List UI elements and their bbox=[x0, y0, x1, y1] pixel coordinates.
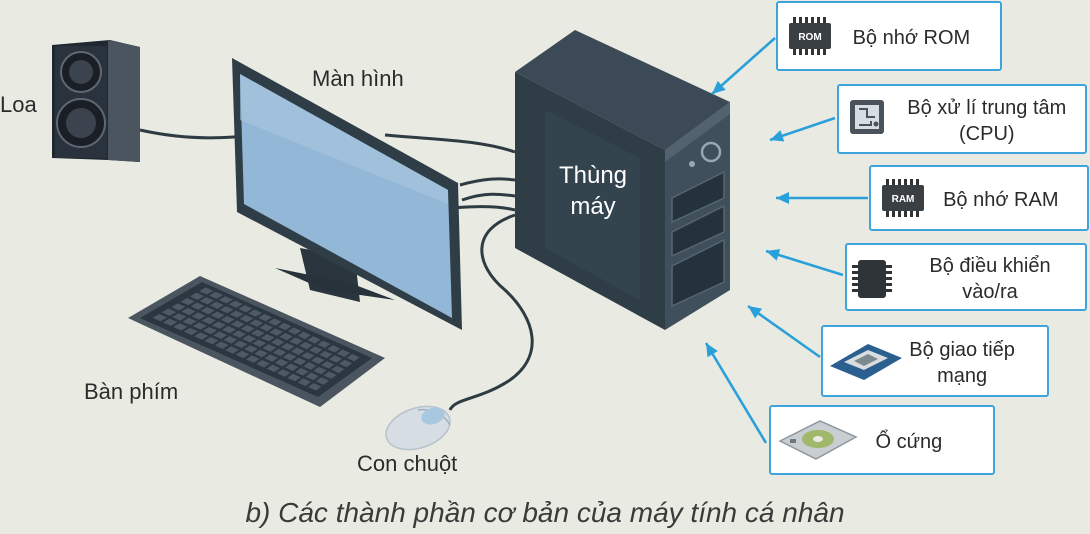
mouse-label: Con chuột bbox=[357, 451, 457, 476]
component-box bbox=[845, 243, 1087, 311]
computer-case bbox=[515, 30, 730, 330]
component-label-line: (CPU) bbox=[959, 123, 1015, 145]
component-label-line: Ổ cứng bbox=[876, 429, 943, 453]
arrow-icon bbox=[704, 342, 768, 444]
ram-chip-icon: RAM bbox=[882, 179, 924, 217]
component-label-line: Bộ điều khiển bbox=[929, 255, 1050, 277]
monitor bbox=[232, 58, 462, 330]
component-box bbox=[837, 84, 1087, 154]
svg-text:RAM: RAM bbox=[892, 194, 915, 205]
speaker bbox=[52, 40, 140, 162]
component-list: ROM Bộ nhớ ROM Bộ xử lí trung tâm (CPU) RAM B… bbox=[704, 1, 1089, 475]
monitor-label: Màn hình bbox=[312, 66, 404, 91]
keyboard bbox=[128, 276, 385, 407]
figure-caption: b) Các thành phần cơ bản của máy tính cá… bbox=[245, 497, 844, 528]
component-ram: RAM Bộ nhớ RAM bbox=[776, 165, 1089, 231]
arrowhead-icon bbox=[770, 130, 785, 142]
arrowhead-icon bbox=[712, 80, 726, 94]
io-controller-chip-icon bbox=[852, 260, 892, 298]
component-label-line: vào/ra bbox=[962, 281, 1018, 303]
arrow-icon bbox=[711, 37, 776, 95]
cpu-chip-icon bbox=[850, 100, 884, 134]
arrow-icon bbox=[765, 249, 844, 277]
arrow-icon bbox=[747, 304, 821, 359]
component-rom: ROM Bộ nhớ ROM bbox=[711, 1, 1002, 95]
component-box bbox=[776, 1, 1002, 71]
rom-chip-icon: ROM bbox=[789, 17, 831, 55]
arrowhead-icon bbox=[706, 343, 718, 358]
component-label-line: mạng bbox=[937, 365, 987, 387]
component-cpu: Bộ xử lí trung tâm (CPU) bbox=[769, 84, 1087, 154]
arrowhead-icon bbox=[766, 249, 781, 261]
svg-text:ROM: ROM bbox=[798, 32, 821, 43]
component-box bbox=[821, 325, 1049, 397]
mouse bbox=[385, 405, 451, 451]
component-label-line: Bộ xử lí trung tâm bbox=[907, 97, 1066, 119]
case-label-line2: máy bbox=[570, 193, 615, 220]
component-label-line: Bộ nhớ ROM bbox=[853, 27, 971, 49]
speaker-label: Loa bbox=[0, 92, 37, 117]
component-label-line: Bộ nhớ RAM bbox=[943, 189, 1058, 211]
component-io: Bộ điều khiển vào/ra bbox=[765, 243, 1087, 311]
component-box bbox=[869, 165, 1089, 231]
component-label-line: Bộ giao tiếp bbox=[909, 339, 1015, 361]
keyboard-label: Bàn phím bbox=[84, 379, 178, 404]
arrowhead-icon bbox=[776, 192, 789, 204]
network-card-icon bbox=[830, 344, 902, 380]
arrowhead-icon bbox=[748, 306, 763, 319]
case-label-line1: Thùng bbox=[559, 162, 627, 189]
component-hdd: Ổ cứng bbox=[704, 342, 995, 475]
component-nic: Bộ giao tiếp mạng bbox=[747, 304, 1049, 397]
hard-drive-icon bbox=[778, 420, 858, 460]
